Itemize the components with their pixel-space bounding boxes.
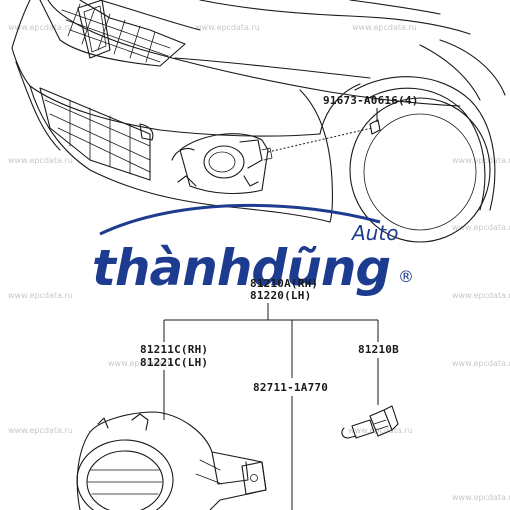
car-front-illustration: [11, 0, 506, 243]
watermark: www.epcdata.ru: [8, 156, 73, 165]
logo-wordmark: thànhdũng: [92, 239, 390, 297]
watermark: www.epcdata.ru: [348, 426, 413, 435]
part-label-lamp-unit-lh[interactable]: 81221C(LH): [140, 356, 208, 369]
dealer-logo: thànhdũng Auto ®: [92, 203, 414, 297]
leader-lines: [163, 303, 379, 510]
part-label-assembly-lh[interactable]: 81220(LH): [250, 289, 311, 302]
watermark: www.epcdata.ru: [452, 223, 510, 232]
watermark: www.epcdata.ru: [452, 359, 510, 368]
logo-auto-text: Auto: [350, 221, 398, 245]
fog-lamp-unit-drawing: [76, 411, 267, 510]
watermark: www.epcdata.ru: [8, 23, 73, 32]
part-label-lamp-unit-rh[interactable]: 81211C(RH): [140, 343, 208, 356]
watermark-layer: www.epcdata.ru www.epcdata.ru www.epcdat…: [8, 23, 510, 502]
watermark: www.epcdata.ru: [8, 426, 73, 435]
part-label-bolt[interactable]: 91673-A0616(4): [323, 94, 419, 107]
watermark: www.epcdata.ru: [108, 359, 173, 368]
watermark: www.epcdata.ru: [195, 23, 260, 32]
part-label-assembly-rh[interactable]: 81210A(RH): [250, 277, 318, 290]
bulb-drawing: [341, 405, 399, 439]
watermark: www.epcdata.ru: [8, 291, 73, 300]
watermark: www.epcdata.ru: [452, 291, 510, 300]
watermark: www.epcdata.ru: [452, 493, 510, 502]
watermark: www.epcdata.ru: [352, 23, 417, 32]
part-label-bulb[interactable]: 81210B: [358, 343, 399, 356]
part-label-wire[interactable]: 82711-1A770: [253, 381, 328, 394]
watermark: www.epcdata.ru: [452, 156, 510, 165]
logo-registered-mark: ®: [398, 267, 414, 286]
